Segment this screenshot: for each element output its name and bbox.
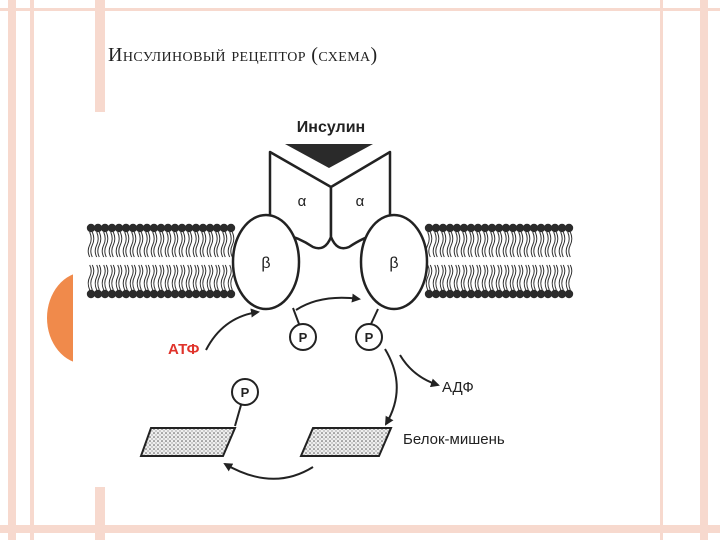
beta-label-right: β: [389, 255, 398, 272]
phosphate-label-3: P: [241, 385, 250, 400]
phosphate-label-1: P: [299, 330, 308, 345]
phosphate-stem-1: [292, 307, 300, 325]
phosphate-label-2: P: [365, 330, 374, 345]
phosphate-stem-2: [370, 308, 379, 325]
frame-left-stripe-2: [30, 0, 34, 540]
target-protein-label: Белок-мишень: [403, 431, 505, 448]
insulin-molecule: [285, 144, 373, 168]
arrow-to-adp: [399, 354, 440, 388]
diagram-canvas: Инсулин α α β β P P P АТФ АДФ Белок-мише…: [86, 119, 574, 480]
frame-left-stripe-1: [8, 0, 16, 540]
slide-title: Инсулиновый рецептор (схема): [108, 44, 378, 66]
beta-label-left: β: [261, 255, 270, 272]
phosphate-group-3: [231, 378, 259, 406]
frame-right-stripe-2: [700, 0, 708, 540]
membrane-lipid-tails: [87, 231, 573, 291]
arrow-atp-to-beta: [205, 308, 260, 351]
frame-right-stripe-1: [660, 0, 663, 540]
arrow-to-target-protein: [384, 348, 398, 426]
alpha-label-left: α: [298, 193, 307, 210]
target-protein-substrate: [139, 427, 237, 457]
atp-label: АТФ: [168, 341, 200, 358]
arrow-autophosphorylation: [295, 293, 361, 311]
phosphate-stem-3: [234, 404, 242, 427]
phosphate-group-2: [355, 323, 383, 351]
adp-label: АДФ: [442, 379, 474, 396]
frame-top-stripe: [0, 8, 720, 11]
beta-subunit-left: [231, 213, 301, 311]
beta-subunit-right: [359, 213, 429, 311]
phosphate-group-1: [289, 323, 317, 351]
arrow-return-to-substrate: [223, 462, 314, 480]
alpha-label-right: α: [356, 193, 365, 210]
membrane-head-groups: [86, 223, 574, 299]
frame-bottom-stripe: [0, 525, 720, 533]
insulin-receptor-diagram: Инсулин α α β β P P P АТФ АДФ Белок-мише…: [73, 112, 587, 487]
target-protein-phosphorylated: [299, 427, 393, 457]
insulin-label: Инсулин: [297, 119, 365, 136]
